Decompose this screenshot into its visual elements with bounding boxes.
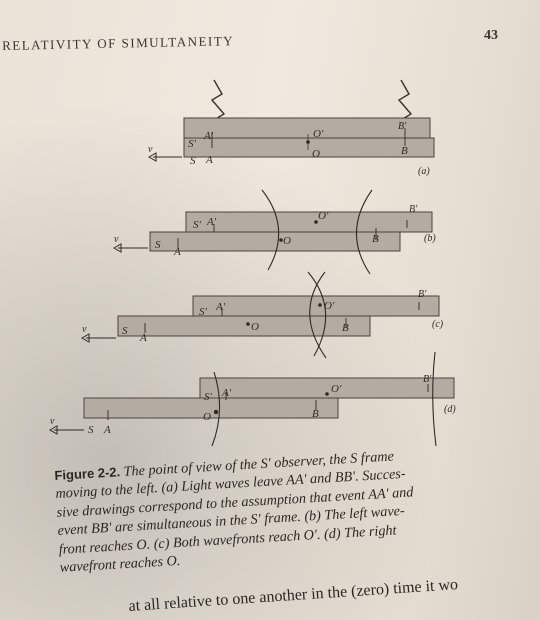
label-o-prime: O'	[313, 128, 324, 140]
svg-text:B': B'	[409, 204, 418, 215]
panel-d: S' A' O' B' S A O B v (d)	[48, 351, 456, 447]
panel-c: S' A' O' B' S A O B v (c)	[80, 271, 444, 359]
svg-text:v: v	[114, 234, 119, 245]
svg-text:B: B	[342, 322, 349, 334]
frame-s-prime-bar	[192, 295, 440, 317]
svg-text:S: S	[122, 325, 128, 337]
svg-text:S: S	[88, 424, 94, 436]
label-b-prime: B'	[398, 121, 407, 132]
panel-tag-b: (b)	[424, 233, 436, 244]
svg-text:v: v	[50, 416, 55, 427]
panel-a: S' A' O' B' S A O B v (a)	[147, 79, 435, 177]
frame-s-prime-bar	[185, 211, 433, 233]
svg-text:B: B	[372, 233, 379, 245]
panel-tag-d: (d)	[444, 404, 456, 415]
svg-text:O': O'	[331, 383, 342, 395]
svg-text:S': S'	[204, 391, 213, 403]
panel-tag-c: (c)	[432, 319, 444, 330]
panel-tag-a: (a)	[418, 166, 430, 177]
frame-s-prime-bar	[183, 117, 431, 139]
svg-text:A': A'	[215, 301, 226, 313]
svg-text:A: A	[173, 246, 181, 258]
svg-text:S: S	[155, 239, 161, 251]
svg-text:O: O	[203, 411, 211, 423]
wavefront-right	[355, 189, 373, 275]
svg-text:v: v	[82, 324, 87, 335]
wavefront-left	[211, 371, 221, 447]
wavefront-left	[261, 189, 280, 271]
label-s: S	[190, 155, 196, 167]
caption-label: Figure 2-2.	[54, 464, 121, 483]
svg-text:A: A	[103, 424, 111, 436]
svg-text:S': S'	[199, 306, 208, 318]
wavefront-right	[309, 271, 327, 359]
frame-s-bar	[183, 137, 435, 158]
label-b: B	[401, 145, 408, 157]
svg-text:O: O	[283, 235, 291, 247]
label-o: O	[312, 148, 320, 160]
svg-text:A: A	[139, 332, 147, 344]
label-s-prime: S'	[188, 138, 197, 150]
svg-text:A': A'	[206, 216, 217, 228]
label-a-prime: A'	[203, 130, 214, 142]
svg-text:O': O'	[324, 300, 335, 312]
svg-text:O: O	[251, 321, 259, 333]
svg-text:O': O'	[318, 210, 329, 222]
svg-text:B': B'	[423, 374, 432, 385]
svg-text:A': A'	[221, 387, 232, 399]
page-number: 43	[484, 28, 498, 43]
label-a: A	[205, 154, 213, 166]
frame-s-bar	[149, 231, 401, 252]
panel-b: S' A' O' B' S A O B v (b)	[112, 189, 436, 275]
svg-text:B: B	[312, 408, 319, 420]
frame-s-bar	[117, 315, 371, 337]
label-v: v	[148, 144, 153, 155]
svg-text:S': S'	[193, 219, 202, 231]
wavefront-right	[432, 351, 437, 447]
frame-s-bar	[83, 397, 339, 419]
svg-text:B': B'	[418, 289, 427, 300]
